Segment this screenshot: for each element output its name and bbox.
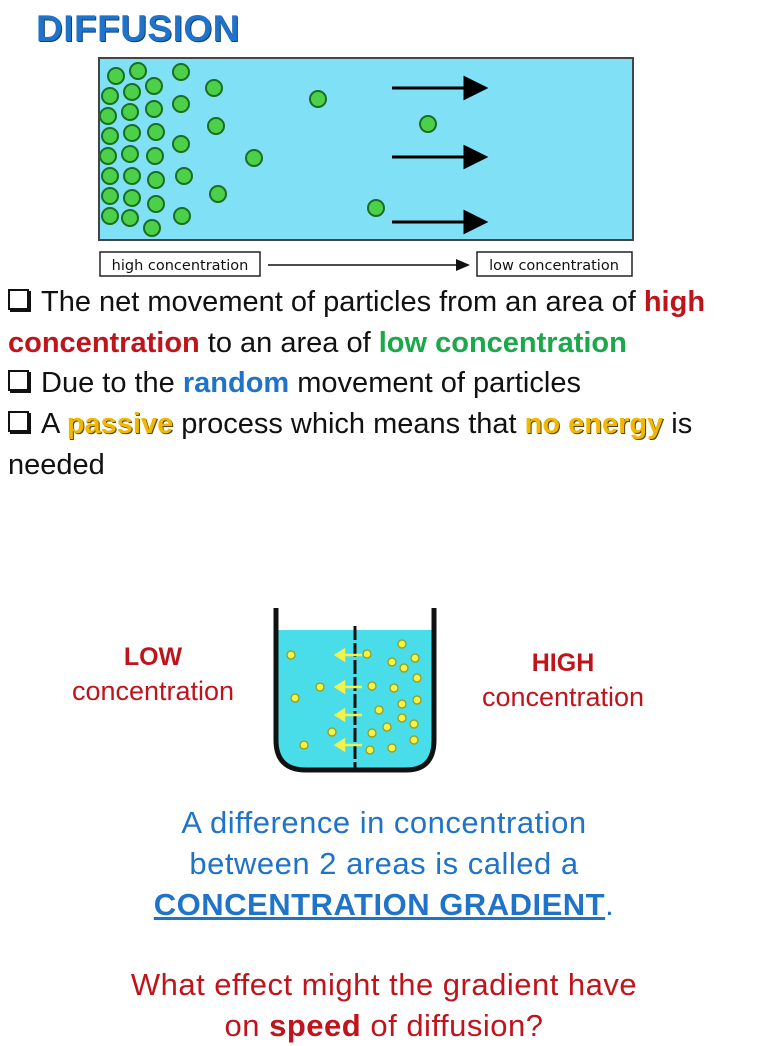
gradient-line-2: between 2 areas is called a bbox=[189, 846, 579, 881]
highlight-high-concentration: high concentration bbox=[8, 286, 706, 359]
low-concentration-side-label: LOW concentration bbox=[46, 640, 260, 708]
highlight-passive: passive bbox=[66, 408, 174, 441]
high-concentration-label: high concentration bbox=[112, 258, 249, 274]
low-concentration-label: low concentration bbox=[489, 258, 619, 274]
gradient-term-line: CONCENTRATION GRADIENT. bbox=[153, 887, 615, 922]
beaker-arrows bbox=[333, 647, 362, 753]
highlight-random: random bbox=[182, 367, 290, 400]
page-title: DIFFUSION bbox=[36, 8, 240, 49]
concentration-gradient-term: CONCENTRATION GRADIENT bbox=[153, 887, 606, 922]
bullet-item: The net movement of particles from an ar… bbox=[8, 286, 706, 359]
bullet-list: The net movement of particles from an ar… bbox=[8, 282, 760, 486]
question-line-2: on speed of diffusion? bbox=[224, 1008, 544, 1043]
particles-scattered bbox=[245, 90, 437, 217]
gradient-definition: A difference in concentration between 2 … bbox=[0, 802, 768, 925]
low-level-text: LOW bbox=[123, 643, 183, 671]
low-concentration-text: concentration bbox=[71, 676, 235, 706]
high-concentration-side-label: HIGH concentration bbox=[456, 646, 670, 714]
diffusion-diagram: high concentration low concentration bbox=[98, 57, 634, 277]
checkbox-bullet-icon bbox=[8, 370, 29, 392]
checkbox-bullet-icon bbox=[8, 411, 29, 433]
beaker-particles bbox=[286, 639, 422, 755]
high-concentration-text: concentration bbox=[481, 682, 645, 712]
movement-arrows bbox=[392, 75, 489, 235]
question-line-1: What effect might the gradient have bbox=[130, 967, 638, 1002]
particles-dense-cluster bbox=[99, 62, 227, 237]
highlight-low-concentration: low concentration bbox=[378, 326, 627, 359]
beaker-diagram bbox=[273, 608, 437, 773]
high-level-text: HIGH bbox=[531, 649, 595, 677]
gradient-arrow-head bbox=[456, 259, 470, 271]
checkbox-bullet-icon bbox=[8, 289, 29, 310]
question-text: What effect might the gradient have on s… bbox=[0, 964, 768, 1046]
gradient-line-1: A difference in concentration bbox=[181, 805, 587, 840]
speed-word: speed bbox=[269, 1008, 362, 1043]
high-concentration-label-box bbox=[99, 251, 261, 277]
highlight-no-energy: no energy bbox=[524, 408, 664, 441]
bullet-item: A passive process which means that no en… bbox=[8, 408, 693, 481]
bullet-item: Due to the random movement of particles bbox=[8, 363, 760, 404]
low-concentration-label-box bbox=[476, 251, 633, 277]
